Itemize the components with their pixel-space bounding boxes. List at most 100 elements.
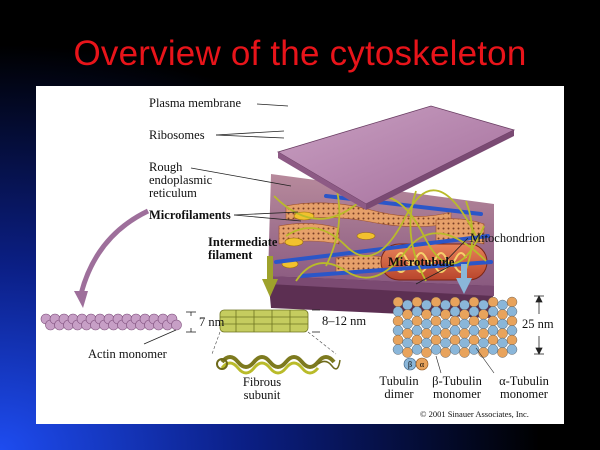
tubulin-subunit (487, 334, 499, 346)
tubulin-subunit (497, 328, 508, 339)
cytoskeleton-illustration: β α (40, 103, 544, 375)
actin-subunit (171, 319, 182, 331)
label-intermediate-dimension: 8–12 nm (322, 314, 367, 328)
label-fibrous-1: Fibrous (242, 375, 282, 389)
beta-symbol: β (408, 360, 412, 369)
label-beta-tubulin-1: β-Tubulin (432, 374, 482, 388)
tubulin-subunit (392, 296, 404, 308)
tubulin-subunit (440, 299, 451, 311)
copyright-notice: © 2001 Sinauer Associates, Inc. (420, 409, 529, 419)
microtubule-dimension (534, 295, 544, 355)
tubulin-subunit (421, 347, 432, 358)
label-microtubule-dimension: 25 nm (522, 317, 554, 331)
tubulin-subunit (411, 315, 423, 327)
alpha-symbol: α (420, 360, 425, 369)
label-mitochondrion: Mitochondrion (470, 231, 545, 245)
tubulin-dimer-icon: β α (403, 347, 495, 374)
tubulin-subunit (392, 325, 404, 336)
tubulin-subunit (430, 306, 442, 317)
tubulin-subunit (487, 306, 499, 317)
plasma-membrane-sheet (277, 105, 516, 210)
label-beta-tubulin-2: monomer (433, 387, 481, 401)
slide-title: Overview of the cytoskeleton (73, 34, 527, 73)
tubulin-subunit (506, 334, 518, 346)
tubulin-subunit (392, 306, 404, 317)
label-plasma-membrane: Plasma membrane (149, 96, 241, 110)
tubulin-subunit (440, 328, 451, 339)
label-actin-dimension: 7 nm (199, 315, 225, 329)
leader-lines (190, 103, 469, 285)
tubulin-subunit (421, 299, 432, 311)
tubulin-subunit (497, 299, 508, 311)
tubulin-subunit (411, 325, 423, 336)
tubulin-subunit (487, 296, 499, 308)
label-rough-er-3: reticulum (149, 186, 197, 200)
tubulin-subunit (449, 306, 461, 317)
tubulin-subunit (497, 318, 508, 330)
tubulin-subunit (430, 325, 442, 336)
tubulin-subunit (497, 309, 508, 320)
label-fibrous-2: subunit (243, 388, 281, 402)
tubulin-subunit (440, 347, 451, 358)
fibrous-subunit (216, 355, 341, 375)
tubulin-subunit (468, 315, 480, 327)
tubulin-subunit (506, 315, 518, 327)
tubulin-subunit (421, 337, 432, 349)
tubulin-subunit (440, 309, 451, 320)
tubulin-subunit (468, 296, 480, 308)
label-microfilaments: Microfilaments (149, 208, 231, 222)
actin-dimension (143, 311, 196, 345)
tubulin-subunit (478, 318, 489, 330)
microtubule-cylinder (392, 296, 518, 358)
microtubule-arrow-head (456, 278, 472, 294)
tubulin-subunit (402, 299, 413, 311)
tubulin-subunit (430, 334, 442, 346)
label-tubulin-dimer-2: dimer (384, 387, 414, 401)
tubulin-subunit (430, 296, 442, 308)
tubulin-subunit (392, 334, 404, 346)
tubulin-subunit (421, 318, 432, 330)
tubulin-subunit (459, 328, 470, 339)
tubulin-subunit (449, 315, 461, 327)
tubulin-subunit (478, 337, 489, 349)
tubulin-subunit (411, 296, 423, 308)
microfilament-arrow-head (74, 291, 88, 308)
tubulin-subunit (506, 306, 518, 317)
tubulin-subunit (440, 318, 451, 330)
tubulin-subunit (468, 344, 480, 355)
intermediate-arrow-head (262, 279, 278, 297)
filament-network (273, 185, 487, 282)
tubulin-subunit (402, 318, 413, 330)
label-intermediate-filament-1: Intermediate (208, 235, 278, 249)
label-intermediate-filament-2: filament (208, 248, 253, 262)
tubulin-subunit (468, 334, 480, 346)
tubulin-subunit (402, 309, 413, 320)
tubulin-subunit (449, 344, 461, 355)
tubulin-subunit (497, 347, 508, 358)
tubulin-subunit (468, 325, 480, 336)
intermediate-filament-rod (211, 309, 337, 355)
tubulin-subunit (421, 309, 432, 320)
tubulin-subunit (468, 306, 480, 317)
tubulin-subunit (459, 318, 470, 330)
cell-block (268, 105, 516, 318)
tubulin-subunit (478, 299, 489, 311)
tubulin-subunit (392, 344, 404, 355)
label-microtubule: Microtubule (388, 255, 455, 269)
tubulin-subunit (487, 325, 499, 336)
arrows (74, 208, 472, 308)
tubulin-subunit (430, 344, 442, 355)
label-tubulin-dimer-1: Tubulin (379, 374, 419, 388)
tubulin-subunit (506, 296, 518, 308)
label-rough-er-1: Rough (149, 160, 183, 174)
label-alpha-tubulin-1: α-Tubulin (499, 374, 549, 388)
tubulin-subunit (487, 315, 499, 327)
actin-filament (40, 313, 182, 331)
tubulin-subunit (440, 337, 451, 349)
tubulin-subunit (487, 344, 499, 355)
tubulin-subunit (421, 328, 432, 339)
tubulin-subunit (497, 337, 508, 349)
tubulin-subunit (506, 344, 518, 355)
tubulin-subunit (449, 325, 461, 336)
tubulin-subunit (478, 328, 489, 339)
